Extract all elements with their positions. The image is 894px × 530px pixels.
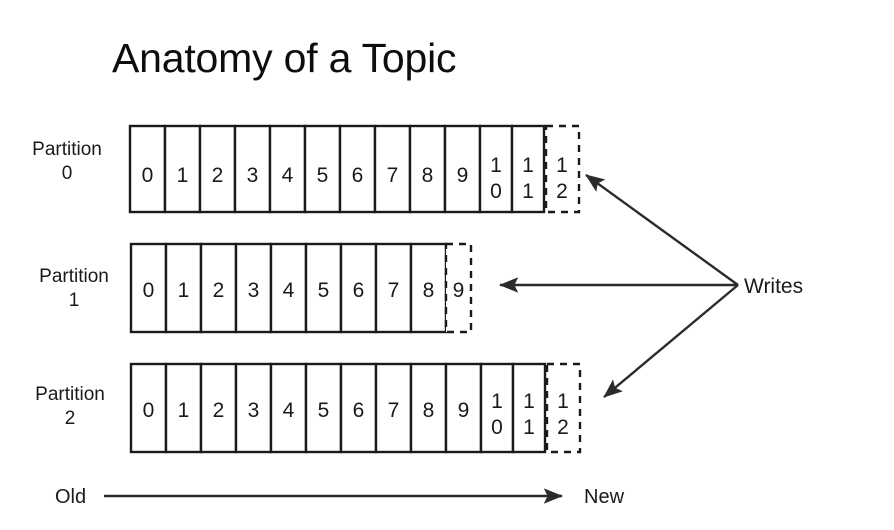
offset-cell-label: 5 [318, 399, 330, 422]
offset-cell-label: 3 [248, 279, 260, 302]
offset-cell-label: 0 [142, 164, 154, 187]
offset-cell-label: 4 [282, 164, 294, 187]
pending-offset-cell-label: 9 [453, 279, 465, 302]
offset-cell [510, 124, 546, 214]
offset-cell [268, 124, 307, 214]
offset-cell-label: 8 [423, 279, 435, 302]
offset-cell-label: 9 [458, 399, 470, 422]
partition-0-label-line2: 0 [62, 163, 73, 184]
offset-cell [163, 124, 202, 214]
offset-cell-label: 4 [283, 279, 295, 302]
partition-1-label-line2: 1 [69, 290, 80, 311]
pending-offset-cell [544, 124, 581, 214]
offset-cell [479, 362, 515, 454]
age-axis-group: Old New [55, 486, 625, 508]
page-title: Anatomy of a Topic [112, 35, 456, 81]
offset-cell [164, 242, 203, 334]
offset-cell-label: 7 [388, 399, 400, 422]
offset-cell [269, 242, 308, 334]
offset-cell-label: 3 [247, 164, 259, 187]
offset-cell-label: 9 [457, 164, 469, 187]
offset-cell [269, 362, 308, 454]
offset-cell-label: 0 [143, 399, 155, 422]
offset-cell-label: 2 [212, 164, 224, 187]
offset-cell-label: 2 [213, 279, 225, 302]
offset-cell-label: 0 [143, 279, 155, 302]
offset-cell-label: 4 [283, 399, 295, 422]
partition-1-cells: 0 1 2 3 4 5 6 7 8 9 [129, 242, 473, 334]
partition-2-label-line2: 2 [65, 408, 76, 429]
offset-cell-label: 2 [213, 399, 225, 422]
offset-cell [511, 362, 547, 454]
offset-cell [443, 124, 482, 214]
age-axis-new-label: New [584, 486, 625, 508]
offset-cell [338, 124, 377, 214]
offset-cell-label: 7 [387, 164, 399, 187]
writes-arrow-to-partition-0 [585, 174, 739, 286]
offset-cell [199, 362, 238, 454]
pending-offset-cell [545, 362, 582, 454]
offset-cell-label: 1 [177, 164, 189, 187]
offset-cell [304, 362, 343, 454]
partition-0-label-line1: Partition [32, 139, 102, 160]
age-axis-old-label: Old [55, 486, 86, 508]
offset-cell [128, 124, 167, 214]
offset-cell-label: 6 [352, 164, 364, 187]
offset-cell [129, 242, 168, 334]
writes-arrow-group: Writes [499, 174, 803, 398]
offset-cell [198, 124, 237, 214]
offset-cell [304, 242, 343, 334]
offset-cell [408, 124, 447, 214]
writes-label: Writes [744, 275, 803, 298]
partition-row-1: Partition 1 0 1 2 3 4 5 6 7 8 [39, 242, 473, 334]
partition-row-2: Partition 2 0 1 2 3 4 5 6 7 8 [35, 362, 582, 454]
writes-arrow-to-partition-2 [603, 284, 739, 398]
pending-offset-cell [444, 242, 473, 334]
partition-1-label-line1: Partition [39, 266, 109, 287]
offset-cell-label: 1 [178, 279, 190, 302]
offset-cell-label: 6 [353, 399, 365, 422]
offset-cell-label: 8 [423, 399, 435, 422]
offset-cell [373, 124, 412, 214]
partition-2-label-line1: Partition [35, 384, 105, 405]
offset-cell [339, 362, 378, 454]
offset-cell-label: 1 [178, 399, 190, 422]
partition-row-0: Partition 0 0 1 2 3 4 5 6 7 8 [32, 124, 581, 214]
offset-cell-label: 6 [353, 279, 365, 302]
offset-cell-label: 5 [318, 279, 330, 302]
offset-cell-label: 3 [248, 399, 260, 422]
offset-cell-label: 5 [317, 164, 329, 187]
offset-cell-label: 8 [422, 164, 434, 187]
offset-cell [409, 362, 448, 454]
offset-cell-label: 7 [388, 279, 400, 302]
